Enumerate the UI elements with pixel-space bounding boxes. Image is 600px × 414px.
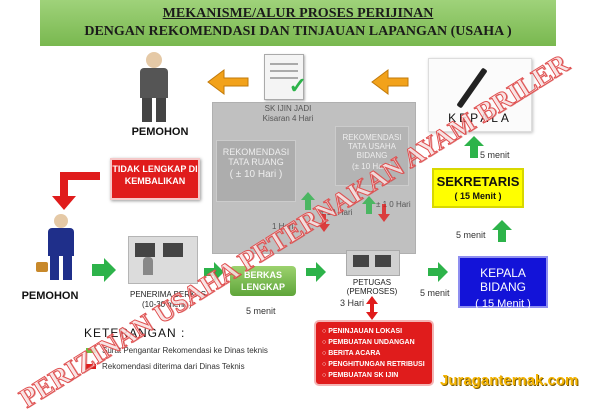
kepala-bidang-label: KEPALA BIDANG xyxy=(479,266,526,294)
penerima-berkas-desk-icon xyxy=(128,236,198,284)
kepala-label: KEPALA xyxy=(448,111,512,125)
berkas-lengkap-label: BERKAS LENGKAP xyxy=(240,270,285,292)
time-1hari: 1 Hari xyxy=(272,222,294,231)
arrow-sk-to-pemohon xyxy=(207,69,249,95)
legend-swatch xyxy=(86,348,96,353)
arrow-pemohon-to-penerima xyxy=(92,258,116,282)
time-10hari-a: ± 10 Hari xyxy=(320,208,353,217)
arrow-berkas-to-petugas xyxy=(306,262,326,282)
sk-ijin-label: SK IJIN JADI xyxy=(264,104,312,113)
step-item: ○ BERITA ACARA xyxy=(322,350,381,357)
kepala-bidang-box: KEPALA BIDANG ( 15 Menit ) xyxy=(458,256,548,310)
legend-item-surat: Surat Pengantar Rekomendasi ke Dinas tek… xyxy=(86,346,268,355)
rekom-teknis-label: REKOMENDASI TATA USAHA BIDANG xyxy=(342,133,402,160)
title-line-1: MEKANISME/ALUR PROSES PERIJINAN xyxy=(162,6,434,21)
step-item: ○ PEMBUATAN UNDANGAN xyxy=(322,339,415,346)
watermark-site-text: Juraganternak.com xyxy=(440,372,579,389)
rekom-tata-ruang-time: ( ± 10 Hari ) xyxy=(229,169,283,180)
penerima-berkas-label: PENERIMA BERKAS xyxy=(130,290,207,299)
sk-ijin-document-icon: ✓ xyxy=(264,54,307,100)
tidak-lengkap-box: TIDAK LENGKAP DI KEMBALIKAN xyxy=(110,158,200,200)
rekom-teknis-box: REKOMENDASI TATA USAHA BIDANG (± 10 Hari… xyxy=(335,126,409,186)
check-icon: ✓ xyxy=(288,73,307,98)
flow-arrows xyxy=(52,69,512,320)
penerima-berkas-time: (10-30 menit ) xyxy=(142,300,192,309)
rekom-teknis-time: (± 10 Hari ) xyxy=(352,162,392,171)
pemohon-bottom-figure-icon xyxy=(36,214,80,284)
arrow-up-kepala xyxy=(464,136,484,158)
title-line-2: DENGAN REKOMENDASI DAN TINJAUAN LAPANGAN… xyxy=(84,24,512,39)
rekom-tata-ruang-label: REKOMENDASI TATA RUANG xyxy=(222,147,290,167)
arrow-kepala-to-sk xyxy=(371,69,409,95)
arrow-faded-up-2 xyxy=(362,196,376,214)
kepala-signature-card: KEPALA xyxy=(428,58,532,132)
pemohon-top-label: PEMOHON xyxy=(131,126,189,138)
time-petugas: 5 menit xyxy=(420,288,450,298)
legend-title: KETERANGAN : xyxy=(84,326,186,340)
step-item: ○ PENINJAUAN LOKASI xyxy=(322,328,403,335)
arrow-petugas-to-kabid xyxy=(428,262,448,282)
briefcase-icon xyxy=(36,262,48,272)
time-kepala: 5 menit xyxy=(480,150,510,160)
pemohon-top-figure-icon xyxy=(134,52,174,124)
time-3hari: 3 Hari xyxy=(340,298,365,308)
sekretaris-label: SEKRETARIS xyxy=(436,174,520,189)
arrow-faded-down-2 xyxy=(378,204,390,222)
petugas-label: PETUGAS (PEMROSES) xyxy=(346,278,398,296)
rekom-tata-ruang-box: REKOMENDASI TATA RUANG ( ± 10 Hari ) xyxy=(216,140,296,202)
arrow-tidak-lengkap xyxy=(52,172,100,210)
sk-ijin-time: Kisaran 4 Hari xyxy=(262,114,314,123)
time-berkas: 5 menit xyxy=(246,306,276,316)
process-steps-box: ○ PENINJAUAN LOKASI ○ PEMBUATAN UNDANGAN… xyxy=(314,320,434,386)
step-item: ○ PEMBUATAN SK IJIN xyxy=(322,372,399,379)
sekretaris-time: ( 15 Menit ) xyxy=(454,191,502,201)
arrow-updown-steps xyxy=(366,296,378,320)
arrow-up-sekretaris xyxy=(492,220,512,242)
tidak-lengkap-label: TIDAK LENGKAP DI KEMBALIKAN xyxy=(112,164,198,186)
pemohon-bottom-label: PEMOHON xyxy=(21,290,79,302)
sekretaris-box: SEKRETARIS ( 15 Menit ) xyxy=(432,168,524,208)
time-10hari-b: ± 1 0 Hari xyxy=(376,200,411,209)
petugas-desk-icon xyxy=(346,250,400,276)
legend-item-rekom: Rekomendasi diterima dari Dinas Teknis xyxy=(86,362,245,371)
title-banner: MEKANISME/ALUR PROSES PERIJINAN DENGAN R… xyxy=(40,0,556,46)
kepala-bidang-time: ( 15 Menit ) xyxy=(475,298,531,310)
arrow-faded-down xyxy=(318,214,330,232)
arrow-faded-up xyxy=(301,192,315,210)
berkas-lengkap-box: BERKAS LENGKAP xyxy=(230,266,296,296)
step-item: ○ PENGHITUNGAN RETRIBUSI xyxy=(322,361,425,368)
legend-swatch xyxy=(86,364,96,369)
time-sekretaris: 5 menit xyxy=(456,230,486,240)
arrow-penerima-to-berkas xyxy=(204,262,224,282)
